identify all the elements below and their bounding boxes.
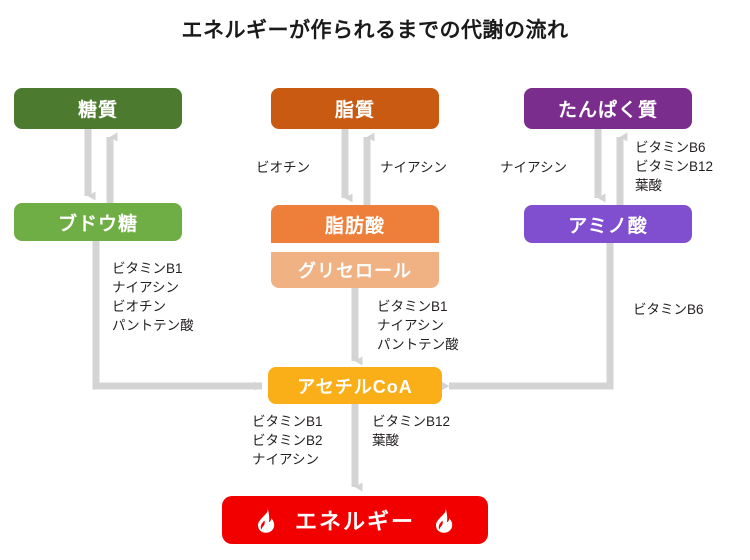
label-amino-to-acetyl: ビタミンB6 bbox=[633, 302, 704, 317]
label-protein-up: ビタミンB6 ビタミンB12 葉酸 bbox=[635, 140, 714, 193]
node-lipid[interactable]: 脂質 bbox=[271, 88, 439, 129]
node-glycerol[interactable]: グリセロール bbox=[271, 252, 439, 288]
flame-icon bbox=[255, 507, 277, 533]
page-title: エネルギーが作られるまでの代謝の流れ bbox=[181, 19, 569, 42]
label-protein-down: ナイアシン bbox=[500, 160, 567, 175]
label-glucose-to-acetyl: ビタミンB1 ナイアシン ビオチン パントテン酸 bbox=[112, 261, 194, 333]
node-protein[interactable]: たんぱく質 bbox=[524, 88, 692, 129]
node-energy-label: エネルギー bbox=[294, 509, 415, 534]
node-acetyl-coa[interactable]: アセチルCoA bbox=[268, 367, 442, 404]
label-acetyl-to-energy-left: ビタミンB1 ビタミンB2 ナイアシン bbox=[252, 414, 323, 467]
label-acetyl-to-energy-right: ビタミンB12 葉酸 bbox=[372, 414, 451, 448]
flame-icon bbox=[433, 507, 455, 533]
node-energy[interactable]: エネルギー bbox=[222, 496, 488, 544]
arrow-glucose-to-acetyl bbox=[92, 241, 263, 391]
arrow-amino-to-acetyl bbox=[441, 243, 614, 391]
label-fattyacid-to-acetyl: ビタミンB1 ナイアシン パントテン酸 bbox=[377, 299, 459, 352]
label-lipid-up: ナイアシン bbox=[380, 160, 447, 175]
node-fatty-acid[interactable]: 脂肪酸 bbox=[271, 205, 439, 243]
label-lipid-down: ビオチン bbox=[256, 160, 310, 175]
node-carbohydrate[interactable]: 糖質 bbox=[14, 88, 182, 129]
node-amino-acid[interactable]: アミノ酸 bbox=[524, 205, 692, 243]
node-glucose[interactable]: ブドウ糖 bbox=[14, 203, 182, 241]
